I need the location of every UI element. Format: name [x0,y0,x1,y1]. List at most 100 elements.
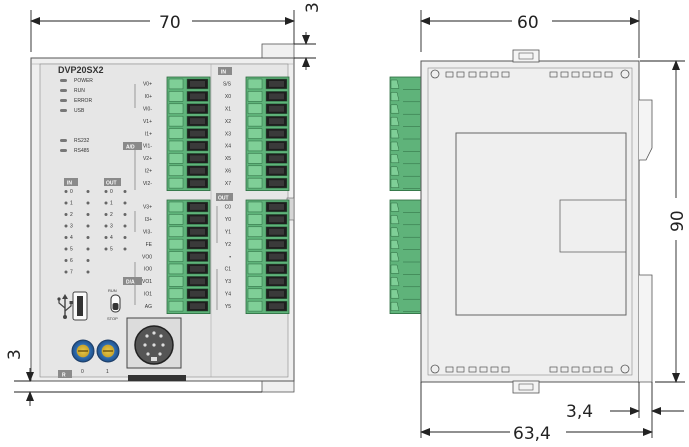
din-hook-bottom [639,274,653,383]
terminal-label: X0 [225,94,231,100]
notch [604,366,613,373]
dim-front-width: 70 [159,13,181,33]
terminal-blocks: V0+I0+VI0-V1+I1+VI1-V2+I2+VI2-V3+I3+VI3-… [142,76,290,314]
da-tag: D/A [126,280,135,286]
terminal-latch [247,238,263,250]
notch [479,71,488,78]
terminal-latch [168,300,184,312]
terminal-latch [247,300,263,312]
notch [501,71,510,78]
in-tag-top: IN [221,70,226,76]
pin [152,343,156,347]
terminal-label: VI3- [143,229,153,235]
terminal-label: Y4 [225,291,231,297]
in-led [86,270,90,274]
potentiometer-1[interactable] [96,339,120,363]
in-led [86,213,90,216]
out-led-number: 5 [110,247,113,253]
notch [479,366,488,373]
out-led [123,213,127,216]
notch [593,366,602,373]
notch [604,71,613,78]
terminal-latch [247,78,263,90]
in-led [86,190,90,193]
out-led [104,213,108,216]
in-led [64,201,68,205]
status-led-label: RUN [74,88,85,94]
in-led-number: 3 [70,224,73,230]
dim-bottom-offset: 3 [5,349,25,360]
terminal-label: C0 [225,205,232,211]
terminal-label: Y5 [225,304,231,310]
dim-top-offset: 3 [303,2,323,13]
led-indicator [60,79,67,82]
out-led [123,201,127,205]
terminal-latch [168,177,184,189]
out-tag-box-right [216,193,233,201]
dim-total-depth: 63,4 [513,424,551,444]
in-led [86,236,90,239]
side-terminal-connectors [389,76,422,314]
top-clip [261,43,295,59]
terminal-label: C1 [225,267,232,273]
in-led [64,190,68,193]
in-tag-box-top [218,67,232,75]
terminal-label: V1+ [143,119,152,125]
out-led [123,190,127,193]
terminal-latch [168,78,184,90]
out-led [123,236,127,239]
in-led [86,201,90,205]
in-led-number: 7 [70,270,73,276]
pin [145,334,149,338]
terminal-label: X1 [225,106,231,112]
side-connector-block [389,199,422,314]
pin [159,334,163,338]
notch [445,71,454,78]
terminal-label: X3 [225,131,231,137]
potentiometer-0[interactable] [71,339,95,363]
notch [582,71,591,78]
terminal-latch [247,140,263,152]
side-body [420,60,640,383]
notch [456,366,465,373]
side-bottom-clip [512,380,540,394]
comm-led-label: RS232 [74,138,90,144]
terminal-label: X4 [225,144,231,150]
terminal-latch [247,177,263,189]
terminal-latch [168,165,184,176]
model-name: DVP20SX2 [58,65,104,75]
terminal-label: X5 [225,156,231,162]
terminal-label: VI1- [143,144,153,150]
terminal-label: VI2- [143,181,153,187]
out-led-number: 1 [110,201,113,207]
side-connector-block [389,76,422,191]
in-led-number: 2 [70,212,73,218]
out-tag: OUT [106,181,117,187]
terminal-latch [247,226,263,237]
out-led [104,236,108,239]
pin [161,343,165,347]
pot-label-0: 0 [81,369,84,375]
r-tag: R [62,373,66,379]
dim-side-height: 90 [668,210,688,232]
notch [468,71,477,78]
notch [456,71,465,78]
terminal-label: V0+ [143,82,152,88]
pin [146,352,150,356]
terminal-label: I3+ [145,217,152,223]
terminal-label: I1+ [145,131,152,137]
pot-label-1: 1 [106,369,109,375]
led-indicator [60,89,67,92]
terminal-latch [247,153,263,164]
terminal-label: VO1 [142,279,152,285]
notch [560,366,569,373]
terminal-label: I2+ [145,168,152,174]
notch [501,366,510,373]
terminal-label: X6 [225,168,231,174]
bottom-clip [261,379,295,393]
status-led-label: USB [74,108,85,114]
led-indicator [60,109,67,112]
terminal-latch [247,276,263,287]
